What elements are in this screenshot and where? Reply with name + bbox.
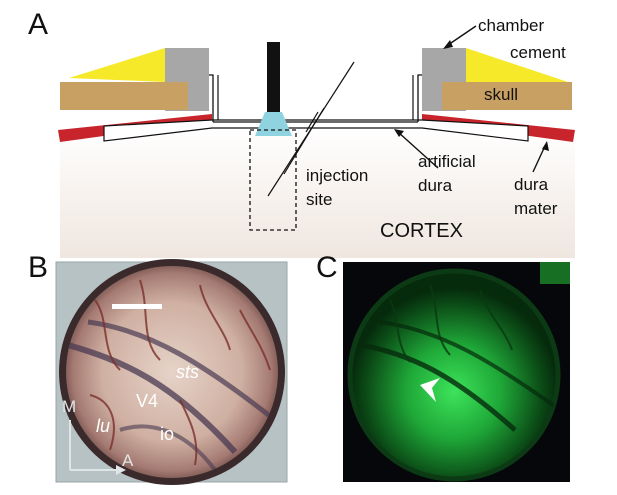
light-fiber xyxy=(267,42,280,112)
label-chamber: chamber xyxy=(478,16,544,35)
arrowhead-artificial-icon xyxy=(394,129,404,137)
panel-c: C xyxy=(316,251,570,482)
panel-letter-c: C xyxy=(316,251,338,284)
arrowhead-chamber-icon xyxy=(443,40,453,49)
arrowhead-dura-mater-icon xyxy=(542,141,549,151)
chamber-right-wall xyxy=(417,74,422,122)
label-anterior: A xyxy=(122,451,134,470)
sulcus-lu xyxy=(67,342,238,455)
cement-right xyxy=(466,48,568,82)
blood-vessels xyxy=(89,279,271,466)
label-injection: injection xyxy=(306,166,368,185)
sulci-and-vessels xyxy=(67,279,277,472)
orientation-arrow-icon xyxy=(116,465,126,475)
white-arrowhead-icon xyxy=(420,378,440,402)
skull-right xyxy=(442,82,572,110)
needle-line-2 xyxy=(283,107,325,175)
label-cortex: CORTEX xyxy=(380,220,463,242)
vessel-shadows xyxy=(361,284,558,432)
panel-letter-b: B xyxy=(28,251,48,284)
label-dura: dura xyxy=(418,176,453,195)
corner-glow xyxy=(540,262,570,284)
label-v4: V4 xyxy=(136,391,158,411)
label-artificial: artificial xyxy=(418,152,476,171)
cement-left xyxy=(69,48,165,82)
label-dura-mater-1: dura xyxy=(514,175,549,194)
label-io: io xyxy=(160,424,174,444)
sulcus-sts xyxy=(87,319,277,422)
skull-left xyxy=(60,82,188,110)
injection-cone xyxy=(255,112,292,136)
label-skull: skull xyxy=(484,85,518,104)
brain-surface xyxy=(66,266,278,478)
fluorescent-field xyxy=(350,271,558,479)
injection-site-box xyxy=(249,129,297,231)
label-medial: M xyxy=(62,397,76,416)
sulcus-io xyxy=(119,424,217,472)
panel-letter-a: A xyxy=(28,8,48,41)
panel-a: A chamber cement skull xyxy=(28,8,575,258)
arrow-dura-mater-line xyxy=(532,145,546,173)
panel-b: B sts V4 lu io M A xyxy=(28,251,288,485)
needle-tick xyxy=(305,111,319,133)
scale-bar xyxy=(112,304,162,309)
label-site: site xyxy=(306,190,332,209)
label-dura-mater-2: mater xyxy=(514,199,558,218)
arrow-artificial-line xyxy=(397,131,439,169)
label-lu: lu xyxy=(96,416,110,436)
label-sts: sts xyxy=(176,362,199,382)
cortex-region xyxy=(60,128,575,258)
chamber-left-wall xyxy=(209,74,214,122)
label-cement: cement xyxy=(510,43,566,62)
arrow-chamber-line xyxy=(447,25,477,46)
